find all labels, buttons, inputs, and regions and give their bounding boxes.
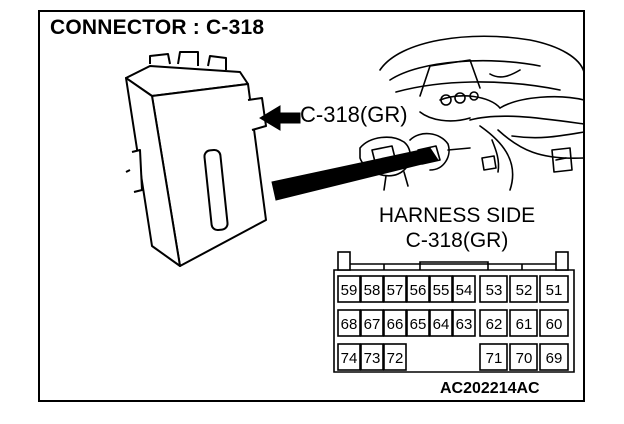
pin-label: 60 (546, 316, 563, 333)
connector-callout-label: C-318(GR) (300, 102, 408, 127)
harness-connector-face (333, 251, 575, 373)
pin-label: 67 (364, 316, 381, 333)
pin-label: 53 (486, 282, 503, 299)
pin-label: 62 (486, 316, 503, 333)
pin-cells-row1 (337, 275, 569, 303)
pin-label: 72 (387, 350, 404, 367)
pin-label: 71 (486, 350, 503, 367)
pin-label: 70 (516, 350, 533, 367)
pin-label: 74 (341, 350, 358, 367)
pin-label: 66 (387, 316, 404, 333)
pin-label: 64 (433, 316, 450, 333)
harness-side-heading: HARNESS SIDE C-318(GR) (362, 203, 552, 253)
reference-code: AC202214AC (440, 380, 540, 397)
pin-label: 51 (546, 282, 563, 299)
pin-label: 68 (341, 316, 358, 333)
pin-label: 63 (456, 316, 473, 333)
pin-label: 73 (364, 350, 381, 367)
pin-label: 57 (387, 282, 404, 299)
pin-label: 69 (546, 350, 563, 367)
pin-label: 59 (341, 282, 358, 299)
pin-label: 55 (433, 282, 450, 299)
harness-side-label: HARNESS SIDE (378, 204, 536, 227)
pin-label: 61 (516, 316, 533, 333)
control-unit-illustration (125, 51, 267, 267)
vehicle-dashboard-sketch (359, 35, 585, 191)
pin-cells-row2 (337, 309, 569, 337)
diagram-title: CONNECTOR : C-318 (50, 16, 265, 39)
view-leader-wedge (271, 147, 439, 201)
pin-label: 54 (456, 282, 473, 299)
pin-label: 56 (410, 282, 427, 299)
pin-labels: 59 58 57 56 55 54 53 52 51 68 67 66 65 6… (341, 282, 563, 367)
pin-label: 52 (516, 282, 533, 299)
harness-connector-label: C-318(GR) (405, 229, 509, 252)
pin-label: 65 (410, 316, 427, 333)
pin-label: 58 (364, 282, 381, 299)
pin-cells-row3 (337, 343, 569, 371)
callout-arrow (259, 105, 301, 131)
